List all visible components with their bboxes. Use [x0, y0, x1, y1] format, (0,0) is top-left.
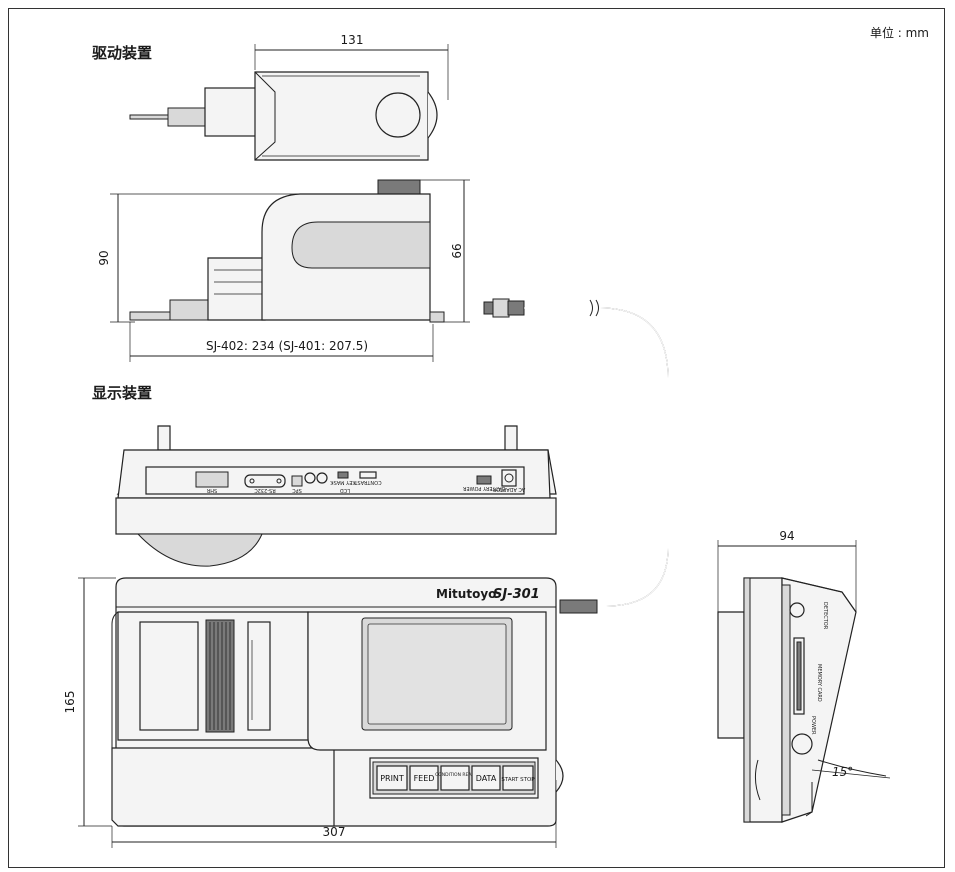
dimension-display-tilt: 15°	[811, 759, 891, 779]
key-condition-read[interactable]: CONDITION READ	[435, 765, 475, 791]
label-battery-power: BATTERY POWER	[462, 485, 504, 491]
section-title-display-unit: 显示装置	[92, 384, 152, 402]
key-label-print: PRINT	[380, 774, 404, 783]
label-shr: SHR	[206, 487, 217, 493]
label-contrast: CONTRAST	[353, 479, 381, 485]
side-panel-labels: DETECTOR MEMORY CARD POWER	[810, 602, 828, 735]
dim-display-height: 165	[63, 691, 77, 714]
rear-panel-labels: SHR RS-232C SPC LCD CONTRAST KEY MASK BA…	[206, 479, 525, 493]
label-key-mask: KEY MASK	[330, 479, 356, 485]
dimension-drive-height-front: 90	[97, 193, 300, 323]
label-spc: SPC	[292, 487, 302, 493]
label-rs232c: RS-232C	[254, 487, 276, 493]
unit-label: 单位 : mm	[870, 25, 929, 40]
dim-drive-total-length: SJ-402: 234 (SJ-401: 207.5)	[206, 339, 368, 353]
label-power: POWER	[810, 716, 816, 735]
dimension-drive-total-length: SJ-402: 234 (SJ-401: 207.5)	[129, 322, 434, 362]
drawing-frame	[8, 8, 945, 868]
dim-display-tilt: 15°	[832, 765, 853, 779]
dim-display-width: 307	[323, 825, 346, 839]
dim-drive-height-rear: 99	[449, 243, 463, 258]
key-label-start-stop: START STOP	[501, 777, 535, 783]
key-label-feed: FEED	[414, 774, 435, 783]
drive-unit-side-view	[129, 179, 445, 323]
display-brand: Mitutoyo	[436, 587, 496, 601]
dimension-display-height: 165	[63, 577, 116, 827]
dim-display-depth: 94	[779, 529, 794, 543]
dim-drive-length: 131	[341, 33, 364, 47]
display-unit-side-view	[717, 577, 857, 823]
display-model: SJ-301	[493, 587, 540, 602]
label-lcd: LCD	[340, 487, 350, 493]
dimension-display-depth: 94	[717, 529, 857, 612]
label-detector: DETECTOR	[822, 602, 828, 630]
key-label-data: DATA	[476, 774, 497, 783]
key-start-stop[interactable]: START STOP	[501, 765, 535, 791]
key-data[interactable]: DATA	[471, 765, 501, 791]
keypad: PRINT FEED CONDITION READ DATA START STO…	[376, 765, 535, 791]
dimension-display-width: 307	[111, 780, 557, 848]
label-memory-card: MEMORY CARD	[816, 664, 822, 702]
connection-cable	[483, 298, 669, 614]
key-feed[interactable]: FEED	[409, 765, 439, 791]
drive-unit-top-view	[129, 71, 438, 161]
dim-drive-height-front: 90	[97, 250, 111, 265]
dimension-drive-length: 131	[254, 33, 449, 100]
dimension-drive-height-rear: 99	[420, 179, 470, 323]
display-unit-rear-view	[115, 425, 557, 567]
key-print[interactable]: PRINT	[376, 765, 408, 791]
key-label-condition-read: CONDITION READ	[435, 772, 475, 778]
label-ac-adaptor: AC ADAPTOR	[492, 486, 525, 492]
section-title-drive-unit: 驱动装置	[92, 44, 152, 62]
